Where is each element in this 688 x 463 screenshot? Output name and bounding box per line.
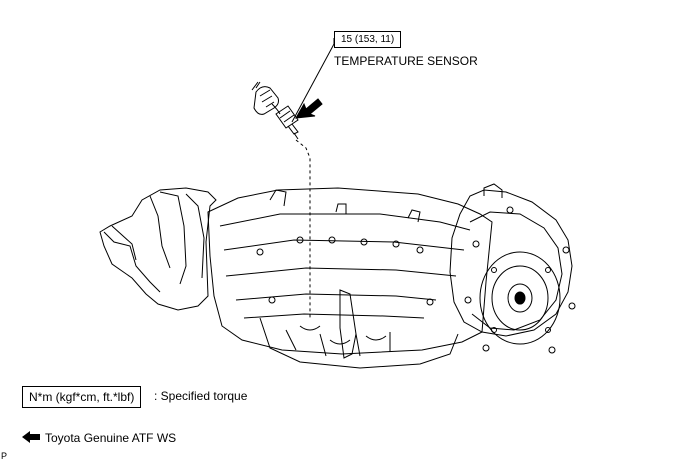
- atf-legend-label: Toyota Genuine ATF WS: [45, 431, 177, 445]
- temperature-sensor: [275, 105, 299, 140]
- transmission-case: [99, 183, 576, 369]
- sensor-connector: [251, 81, 281, 115]
- part-label-temperature-sensor: TEMPERATURE SENSOR: [334, 54, 478, 68]
- torque-spec-box: 15 (153, 11): [334, 31, 402, 48]
- install-arrow-icon: [295, 98, 323, 119]
- atf-arrow-icon: [22, 431, 40, 443]
- page-letter: P: [1, 451, 8, 461]
- mounting-dashed-line: [295, 139, 311, 320]
- torque-unit-description: : Specified torque: [154, 389, 248, 403]
- torque-unit-box: N*m (kgf*cm, ft.*lbf): [22, 386, 142, 408]
